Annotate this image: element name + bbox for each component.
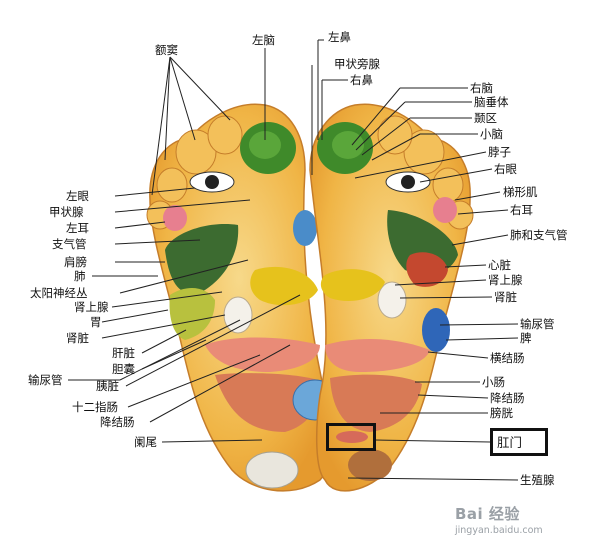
label-right-ear: 右耳 — [510, 203, 533, 217]
label-kidney-left: 肾脏 — [66, 331, 89, 345]
anus-label-highlight — [490, 428, 548, 456]
label-right-brain: 右脑 — [470, 81, 493, 95]
label-cerebellum: 小脑 — [480, 127, 503, 141]
label-left-brain: 左脑 — [252, 33, 275, 47]
label-ureter-left: 输尿管 — [28, 373, 63, 387]
baidu-watermark: Bai 经验 jingyan.baidu.com — [455, 503, 595, 541]
anus-reflex-highlight — [326, 423, 376, 451]
label-appendix: 阑尾 — [134, 435, 157, 449]
label-right-nose: 右鼻 — [350, 73, 373, 87]
label-pancreas: 胰脏 — [96, 379, 119, 393]
label-duodenum: 十二指肠 — [72, 400, 118, 414]
left-foot — [146, 103, 338, 492]
label-temporal: 颞区 — [474, 111, 497, 125]
label-lung-bronchus: 肺和支气管 — [510, 228, 568, 242]
label-forehead-sinus: 额窦 — [155, 43, 178, 57]
label-heart: 心脏 — [488, 258, 511, 272]
label-solar-plexus: 太阳神经丛 — [30, 286, 88, 300]
label-trapezius: 梯形肌 — [503, 185, 538, 199]
label-spleen: 脾 — [520, 331, 532, 345]
right-foot — [309, 103, 474, 492]
label-descending-colon-left: 降结肠 — [100, 415, 135, 429]
label-liver: 肝脏 — [112, 346, 135, 360]
label-left-nose: 左鼻 — [328, 30, 351, 44]
label-stomach: 胃 — [90, 315, 102, 329]
label-bladder: 膀胱 — [490, 406, 513, 420]
label-adrenal-right: 肾上腺 — [488, 273, 523, 287]
label-right-eye: 右眼 — [494, 162, 517, 176]
label-genitals: 生殖腺 — [520, 473, 555, 487]
label-left-eye: 左眼 — [66, 189, 89, 203]
watermark-url: jingyan.baidu.com — [455, 525, 543, 536]
label-anus: 肛门 — [497, 435, 523, 450]
label-left-ear: 左耳 — [66, 221, 89, 235]
label-pituitary: 脑垂体 — [474, 95, 509, 109]
label-bronchus: 支气管 — [52, 237, 87, 251]
label-kidney-right: 肾脏 — [494, 290, 517, 304]
label-gallbladder: 胆囊 — [112, 362, 135, 376]
watermark-brand: Bai 经验 — [455, 505, 520, 523]
label-shoulder: 肩膀 — [64, 255, 87, 269]
leader-lines — [68, 39, 519, 481]
label-neck: 脖子 — [488, 145, 511, 159]
label-descending-colon-right: 降结肠 — [490, 391, 525, 405]
label-parathyroid: 甲状旁腺 — [334, 57, 380, 71]
label-thyroid: 甲状腺 — [49, 205, 84, 219]
label-ureter-right: 输尿管 — [520, 317, 555, 331]
label-transverse-colon: 横结肠 — [490, 351, 525, 365]
label-lung: 肺 — [74, 269, 86, 283]
label-adrenal-left: 肾上腺 — [74, 300, 109, 314]
label-small-intestine: 小肠 — [482, 375, 505, 389]
